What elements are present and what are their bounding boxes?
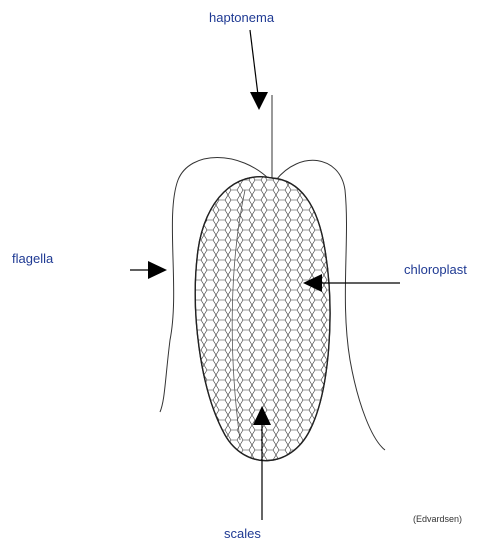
chloroplast-arrow (303, 274, 400, 292)
haptonema-arrow (250, 30, 268, 110)
image-credit: (Edvardsen) (413, 514, 462, 524)
scales-arrow (253, 406, 271, 520)
chloroplast-label: chloroplast (404, 262, 467, 277)
haptonema-label: haptonema (209, 10, 274, 25)
scales-label: scales (224, 526, 261, 541)
flagella-arrow (130, 261, 167, 279)
flagella-label: flagella (12, 251, 53, 266)
